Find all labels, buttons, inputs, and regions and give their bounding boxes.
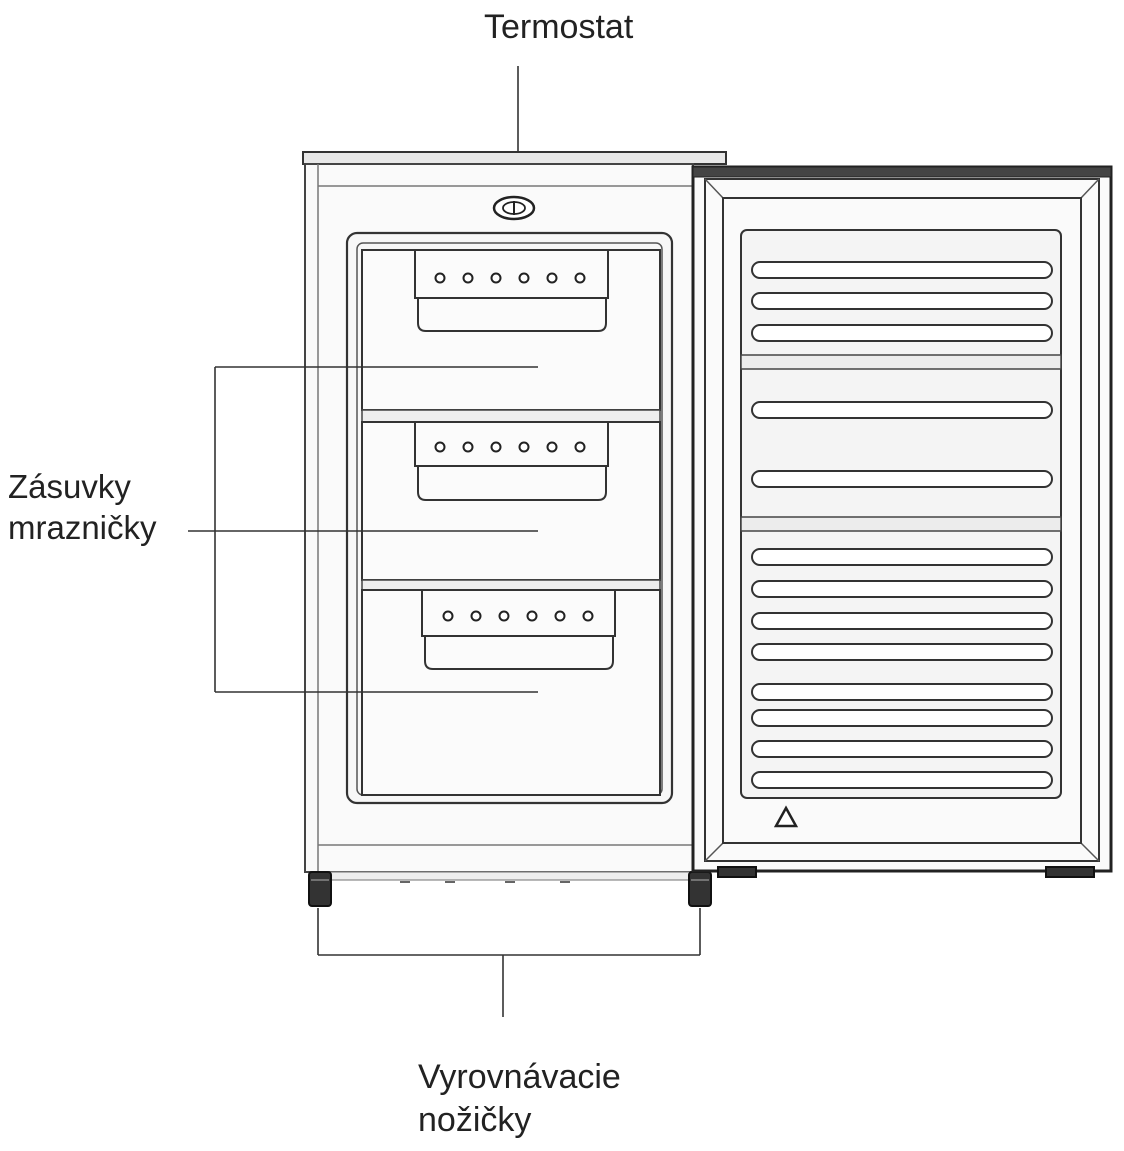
leveling-feet-label-line-1: Vyrovnávacie (418, 1058, 621, 1096)
drawer-2-vent-hole (574, 441, 586, 453)
freezer-drawers-leader-lines (188, 366, 538, 693)
freezer-drawers-label-line-2: mrazničky (8, 509, 157, 547)
leveling-foot-left (308, 871, 332, 907)
drawer-1-vent-hole (434, 272, 446, 284)
drawer-2-vent-hole (490, 441, 502, 453)
drawer-1-vent-hole (518, 272, 530, 284)
door-shelf-rib (751, 771, 1053, 789)
door-shelf-rib (751, 261, 1053, 279)
door-shelf-rib (751, 740, 1053, 758)
freezer-drawer-1[interactable] (361, 249, 661, 411)
leveling-feet-label: Vyrovnávacie nožičky (418, 1056, 621, 1141)
cabinet-top-lid (302, 151, 727, 165)
drawer-2-vent-hole (462, 441, 474, 453)
door-shelf-rib (751, 612, 1053, 630)
freezer-drawers-label-line-1: Zásuvky (8, 468, 131, 505)
freezer-cabinet (302, 151, 727, 881)
thermostat-knob[interactable] (492, 195, 536, 221)
recycle-triangle-icon (773, 805, 799, 828)
cabinet-base-plinth (317, 871, 691, 881)
door-shelf-rib (751, 401, 1053, 419)
door-shelf-rib (751, 292, 1053, 310)
leveling-feet-leader-lines (317, 908, 701, 1017)
leveling-foot-right (688, 871, 712, 907)
door-shelf-rib (751, 683, 1053, 701)
door-shelf-rib (751, 324, 1053, 342)
drawer-3-vent-hole (470, 610, 482, 622)
drawer-1-vent-hole (490, 272, 502, 284)
drawer-2-vent-hole (518, 441, 530, 453)
door-shelf-rib (751, 580, 1053, 598)
freezer-drawers-label: Zásuvky mrazničky (8, 466, 157, 549)
drawer-2-vent-hole (434, 441, 446, 453)
drawer-3-vent-hole (498, 610, 510, 622)
drawer-2-vent-hole (546, 441, 558, 453)
leveling-feet-label-line-2: nožičky (418, 1100, 532, 1139)
freezer-drawer-2[interactable] (361, 421, 661, 581)
door-shelf-rib (751, 709, 1053, 727)
drawer-3-vent-hole (554, 610, 566, 622)
thermostat-label: Termostat (484, 8, 634, 46)
drawer-3-vent-hole (582, 610, 594, 622)
drawer-1-vent-hole (546, 272, 558, 284)
drawer-1-vent-hole (574, 272, 586, 284)
door-shelf-rib (751, 470, 1053, 488)
freezer-door (691, 165, 1113, 878)
drawer-3-vent-hole (442, 610, 454, 622)
door-shelf-rib (751, 643, 1053, 661)
drawer-1-vent-hole (462, 272, 474, 284)
drawer-3-vent-hole (526, 610, 538, 622)
door-shelf-rib (751, 548, 1053, 566)
